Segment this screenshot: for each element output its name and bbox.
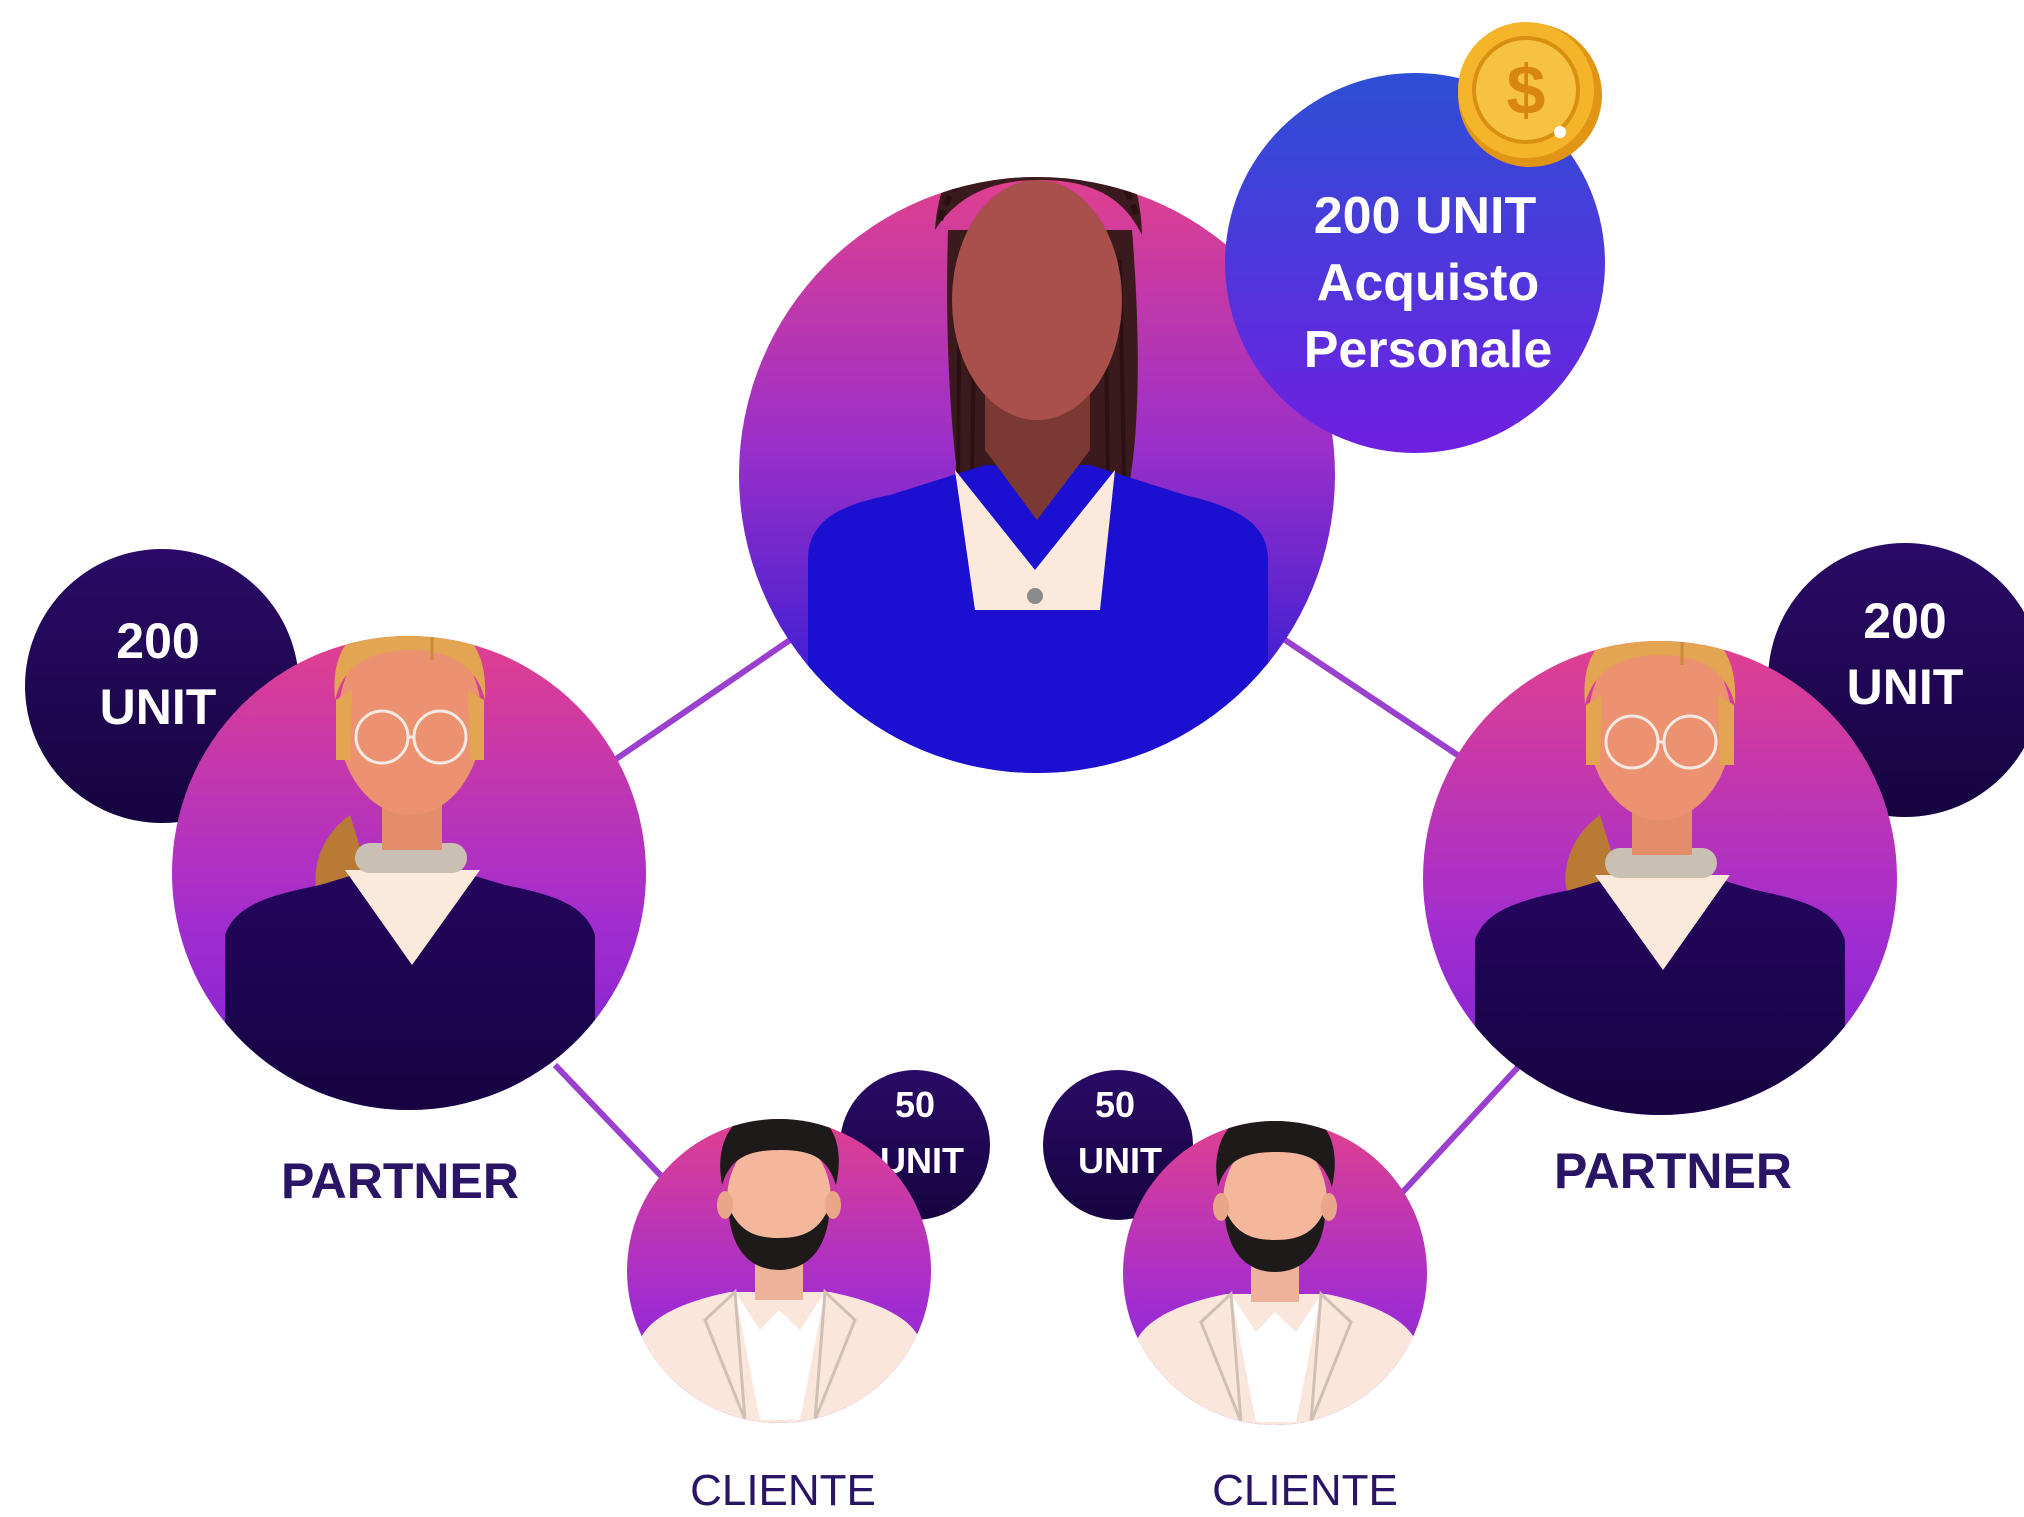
connector-top-partner-right: [1283, 637, 1467, 763]
partner-right-badge-line2: UNIT: [1847, 659, 1964, 715]
cliente-left-label: CLIENTE: [690, 1466, 876, 1515]
cliente-right-label: CLIENTE: [1212, 1466, 1398, 1515]
partner-left-badge-line1: 200: [116, 613, 199, 669]
connector-partner-left-cliente-left: [552, 1062, 668, 1183]
connector-lines: [552, 637, 1523, 1198]
cliente-right-badge-line2: UNIT: [1078, 1140, 1162, 1181]
partner-right-avatar: [1423, 641, 1897, 1115]
top-unit-badge: 200 UNIT Acquisto Personale: [1225, 73, 1605, 453]
cliente-right-badge-line1: 50: [1095, 1084, 1135, 1125]
connector-top-partner-left: [598, 637, 792, 773]
cliente-right-avatar: [1123, 1121, 1427, 1425]
partner-left-label: PARTNER: [281, 1153, 519, 1209]
coin-symbol: $: [1507, 51, 1546, 129]
top-badge-line2: Acquisto: [1317, 254, 1539, 312]
top-badge-line1: 200 UNIT: [1314, 187, 1537, 245]
partner-left-avatar: [172, 636, 646, 1110]
partner-right-label: PARTNER: [1554, 1143, 1792, 1199]
partner-left-badge-line2: UNIT: [100, 679, 217, 735]
connector-partner-right-cliente-right: [1397, 1062, 1523, 1198]
top-node-avatar: [739, 177, 1335, 773]
partner-right-badge-line1: 200: [1863, 593, 1946, 649]
cliente-left-avatar: [627, 1119, 931, 1423]
top-badge-line3: Personale: [1304, 321, 1553, 379]
coin-icon: $: [1458, 22, 1602, 167]
cliente-left-badge-line1: 50: [895, 1084, 935, 1125]
